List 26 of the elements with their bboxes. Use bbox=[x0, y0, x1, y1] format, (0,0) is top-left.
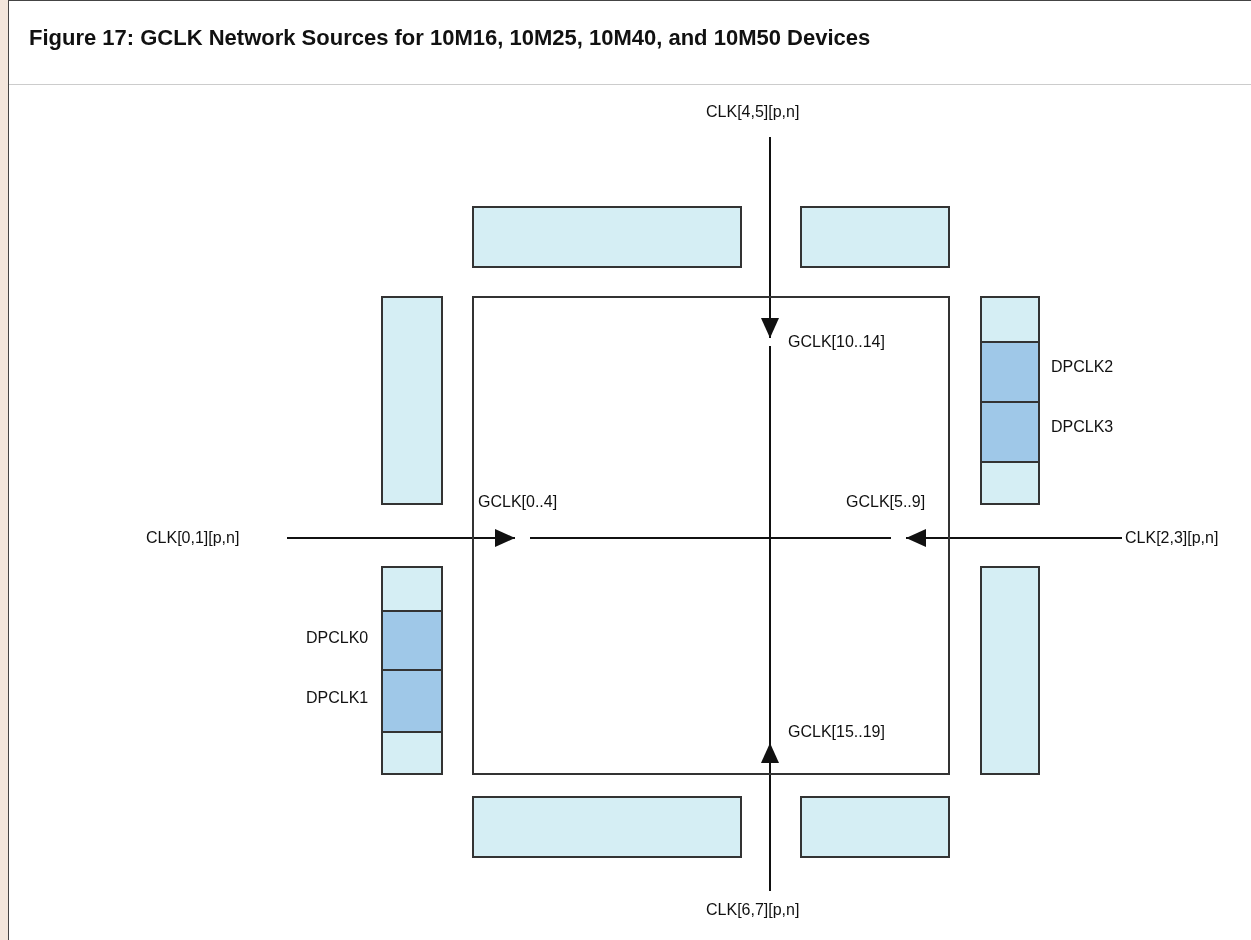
clock-arrow bbox=[905, 529, 1123, 547]
dpclk-label: DPCLK0 bbox=[306, 628, 369, 648]
clock-input-label: CLK[0,1][p,n] bbox=[146, 527, 281, 549]
figure-title: Figure 17: GCLK Network Sources for 10M16, 10M25, 10M40, and 10M50 Devices bbox=[29, 25, 871, 51]
core-region-box bbox=[472, 296, 950, 775]
io-bank-bar bbox=[980, 566, 1040, 775]
gclk-label: GCLK[10..14] bbox=[770, 331, 895, 353]
io-bank-bar bbox=[472, 206, 742, 268]
dpclk-label: DPCLK3 bbox=[1051, 417, 1114, 437]
clock-input-label: CLK[2,3][p,n] bbox=[1125, 527, 1245, 549]
dpclk-label: DPCLK1 bbox=[306, 688, 369, 708]
gclk-label: GCLK[5..9] bbox=[846, 491, 926, 538]
clock-arrow bbox=[761, 136, 779, 339]
gclk-label: GCLK[15..19] bbox=[770, 721, 895, 761]
io-bank-bar bbox=[980, 296, 1040, 505]
clock-arrow bbox=[286, 529, 516, 547]
clock-input-label: CLK[6,7][p,n] bbox=[706, 899, 841, 925]
gclk-network-line bbox=[529, 537, 892, 539]
io-bank-bar bbox=[381, 566, 443, 775]
dpclk-label: DPCLK2 bbox=[1051, 357, 1114, 377]
clock-input-label: CLK[4,5][p,n] bbox=[706, 101, 841, 127]
gclk-label: GCLK[0..4] bbox=[478, 491, 558, 538]
io-bank-bar bbox=[800, 796, 950, 858]
io-bank-bar bbox=[800, 206, 950, 268]
io-bank-bar bbox=[472, 796, 742, 858]
io-bank-bar bbox=[381, 296, 443, 505]
